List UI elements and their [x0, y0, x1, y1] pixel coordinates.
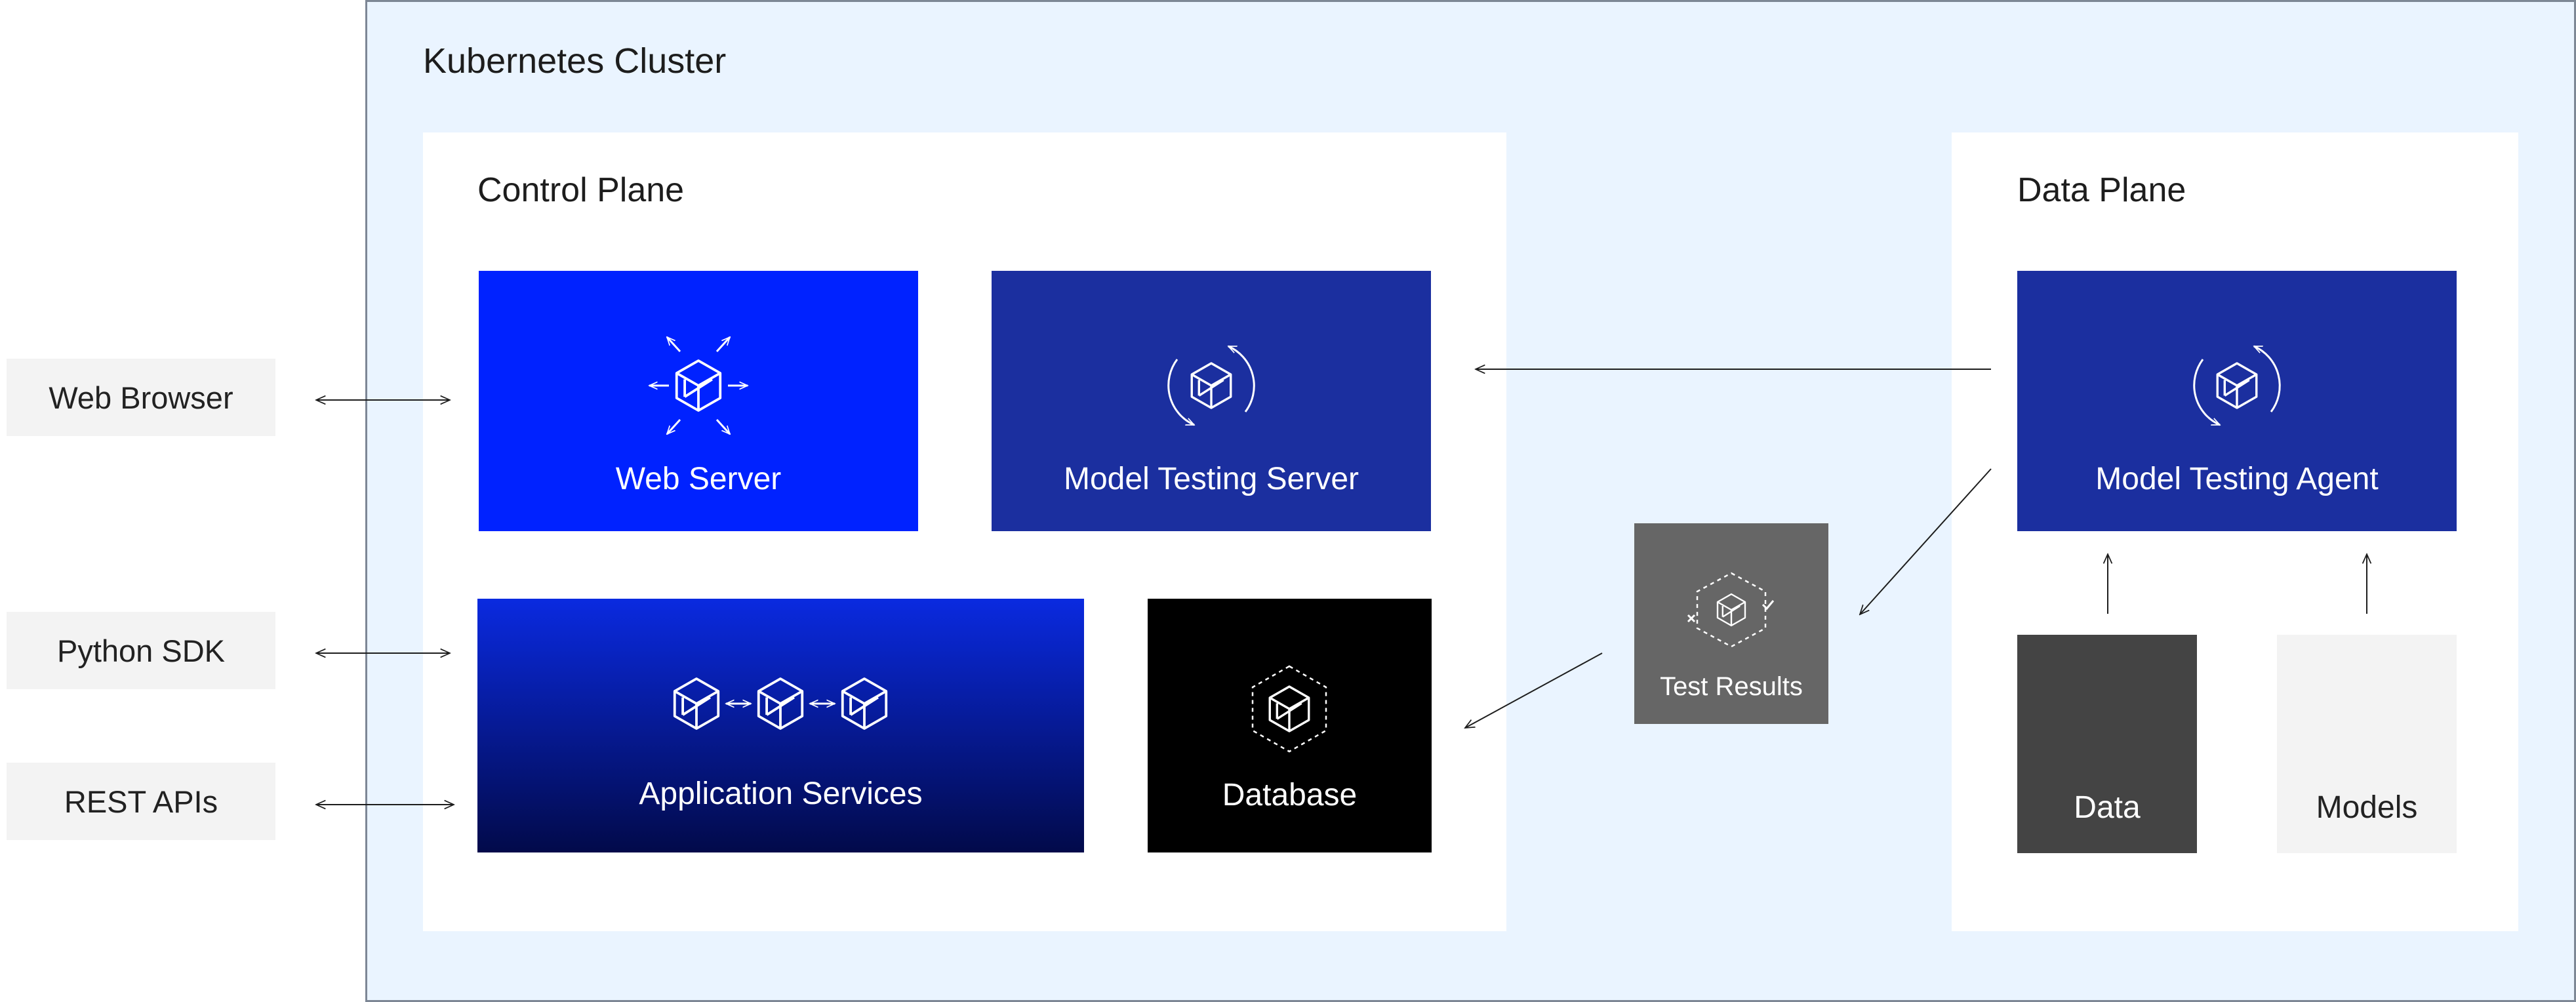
data-box: Data: [2017, 635, 2197, 853]
cluster-title: Kubernetes Cluster: [423, 41, 727, 81]
models-box: Models: [2277, 635, 2457, 853]
application-services-label: Application Services: [639, 776, 923, 811]
database-label: Database: [1222, 778, 1358, 812]
test-results-label: Test Results: [1660, 672, 1803, 701]
models-label: Models: [2316, 790, 2418, 825]
arrow-testresults-database: [1465, 652, 1603, 728]
web-browser-client: Web Browser: [7, 359, 275, 436]
python-sdk-client: Python SDK: [7, 612, 275, 689]
data-plane-title: Data Plane: [2017, 171, 2186, 209]
rest-apis-label: REST APIs: [64, 784, 218, 819]
rest-apis-client: REST APIs: [7, 763, 275, 840]
arrow-agent-testresults: [1860, 468, 1992, 614]
python-sdk-label: Python SDK: [56, 633, 226, 668]
cube-cycle-icon: [1167, 345, 1255, 426]
model-testing-agent-box: Model Testing Agent: [2017, 271, 2457, 531]
web-server-label: Web Server: [615, 462, 782, 496]
test-results-box: Test Results: [1634, 523, 1828, 724]
control-plane-title: Control Plane: [477, 171, 685, 209]
cube-chain-icon: [673, 677, 888, 730]
web-browser-label: Web Browser: [49, 380, 233, 415]
cube-check-icon: [1687, 572, 1775, 648]
model-testing-agent-label: Model Testing Agent: [2095, 462, 2379, 496]
cube-arrows-out-icon: [633, 333, 764, 438]
database-box: Database: [1148, 599, 1432, 852]
application-services-box: Application Services: [477, 599, 1084, 852]
cube-cycle-icon: [2193, 345, 2281, 426]
web-server-box: Web Server: [479, 271, 918, 531]
data-label: Data: [2074, 790, 2141, 825]
cube-hexagon-icon: [1251, 665, 1327, 753]
model-testing-server-label: Model Testing Server: [1064, 462, 1359, 496]
model-testing-server-box: Model Testing Server: [992, 271, 1431, 531]
